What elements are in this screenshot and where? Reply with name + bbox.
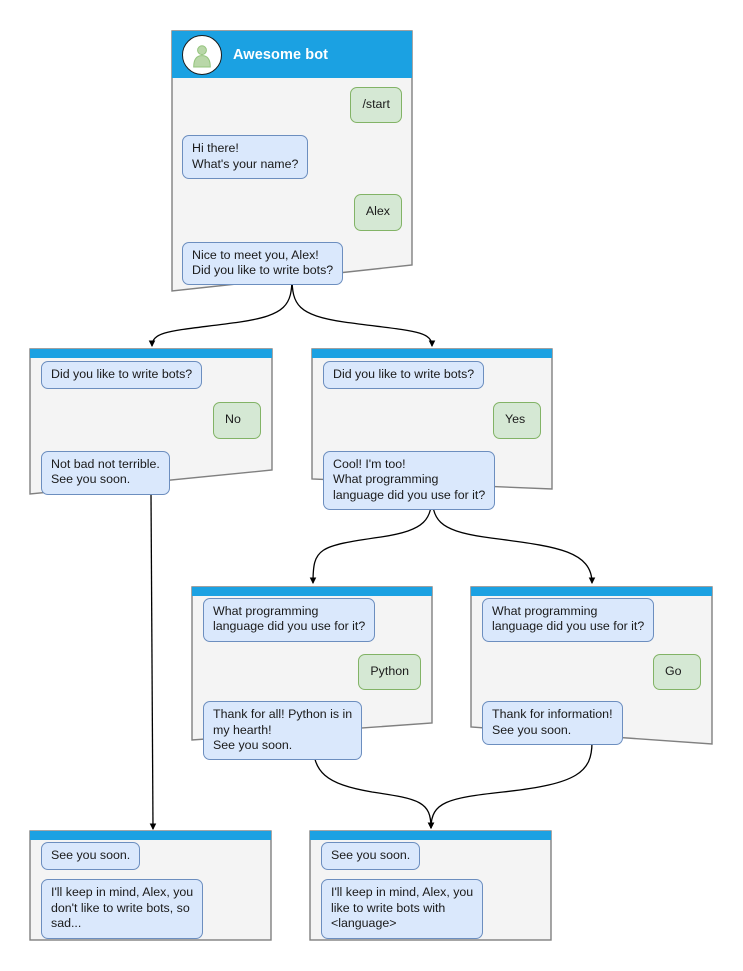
message-row: /start (182, 87, 402, 124)
bot-message-bubble[interactable]: Nice to meet you, Alex! Did you like to … (182, 241, 344, 286)
node-header-bar (310, 831, 551, 840)
bot-message-bubble[interactable]: Not bad not terrible. See you soon. (41, 450, 170, 495)
node-end-sad[interactable]: See you soon. I'll keep in mind, Alex, y… (29, 830, 272, 941)
message-row: Nice to meet you, Alex! Did you like to … (182, 241, 402, 286)
message-row: I'll keep in mind, Alex, you don't like … (41, 879, 260, 939)
bot-message-bubble[interactable]: See you soon. (321, 842, 421, 871)
end-happy-message-list: See you soon. I'll keep in mind, Alex, y… (309, 842, 552, 939)
message-row: Did you like to write bots? (323, 361, 541, 390)
node-header-bar (30, 831, 271, 840)
user-message-bubble[interactable]: Alex (353, 194, 402, 231)
node-yes-branch[interactable]: Did you like to write bots? Yes Cool! I'… (311, 348, 553, 511)
message-row: Cool! I'm too! What programming language… (323, 450, 541, 511)
message-row: Thank for all! Python is in my hearth! S… (203, 701, 421, 761)
person-avatar-icon (182, 34, 222, 75)
message-row: Alex (182, 194, 402, 231)
message-row: Hi there! What's your name? (182, 135, 402, 180)
user-message-bubble[interactable]: /start (350, 87, 402, 124)
root-message-list: /start Hi there! What's your name? Alex … (170, 87, 414, 286)
user-message-bubble[interactable]: Yes (493, 402, 541, 439)
message-row: Yes (323, 402, 541, 439)
message-row: See you soon. (41, 842, 260, 871)
node-header-bar (192, 587, 432, 596)
edge-go-to-end-happy (427, 741, 593, 830)
message-row: See you soon. (321, 842, 540, 871)
bot-message-bubble[interactable]: See you soon. (41, 842, 141, 871)
message-row: No (41, 402, 261, 439)
edge-no-to-end-sad (149, 492, 157, 831)
message-row: What programming language did you use fo… (203, 598, 421, 642)
python-branch-message-list: What programming language did you use fo… (191, 598, 433, 761)
bot-name-label: Awesome bot (233, 46, 329, 63)
message-row: I'll keep in mind, Alex, you like to wri… (321, 879, 540, 939)
user-message-bubble[interactable]: No (213, 402, 261, 439)
node-root[interactable]: Awesome bot /start Hi there! What's your… (170, 29, 414, 293)
node-header-bar (30, 349, 272, 358)
root-header-bar: Awesome bot (172, 31, 412, 78)
bot-message-bubble[interactable]: Cool! I'm too! What programming language… (323, 450, 496, 511)
node-header-bar (312, 349, 552, 358)
bot-message-bubble[interactable]: What programming language did you use fo… (482, 598, 655, 642)
message-row: Go (482, 653, 701, 691)
yes-branch-message-list: Did you like to write bots? Yes Cool! I'… (311, 361, 553, 511)
message-row: Did you like to write bots? (41, 361, 261, 390)
message-row: Not bad not terrible. See you soon. (41, 450, 261, 495)
bot-message-bubble[interactable]: Did you like to write bots? (41, 361, 203, 390)
node-header-bar (471, 587, 712, 596)
user-message-bubble[interactable]: Go (653, 653, 701, 691)
node-end-happy[interactable]: See you soon. I'll keep in mind, Alex, y… (309, 830, 552, 941)
message-row: Python (203, 653, 421, 691)
message-row: What programming language did you use fo… (482, 598, 701, 642)
bot-message-bubble[interactable]: I'll keep in mind, Alex, you like to wri… (321, 879, 484, 939)
user-message-bubble[interactable]: Python (358, 653, 421, 691)
bot-message-bubble[interactable]: What programming language did you use fo… (203, 598, 376, 642)
bot-message-bubble[interactable]: Hi there! What's your name? (182, 135, 309, 180)
bot-message-bubble[interactable]: I'll keep in mind, Alex, you don't like … (41, 879, 204, 939)
no-branch-message-list: Did you like to write bots? No Not bad n… (29, 361, 273, 495)
bot-message-bubble[interactable]: Did you like to write bots? (323, 361, 485, 390)
go-branch-message-list: What programming language did you use fo… (470, 598, 713, 746)
bot-message-bubble[interactable]: Thank for information! See you soon. (482, 701, 623, 746)
node-python-branch[interactable]: What programming language did you use fo… (191, 586, 433, 761)
end-sad-message-list: See you soon. I'll keep in mind, Alex, y… (29, 842, 272, 939)
node-go-branch[interactable]: What programming language did you use fo… (470, 586, 713, 746)
message-row: Thank for information! See you soon. (482, 701, 701, 746)
node-no-branch[interactable]: Did you like to write bots? No Not bad n… (29, 348, 273, 496)
bot-message-bubble[interactable]: Thank for all! Python is in my hearth! S… (203, 701, 363, 761)
